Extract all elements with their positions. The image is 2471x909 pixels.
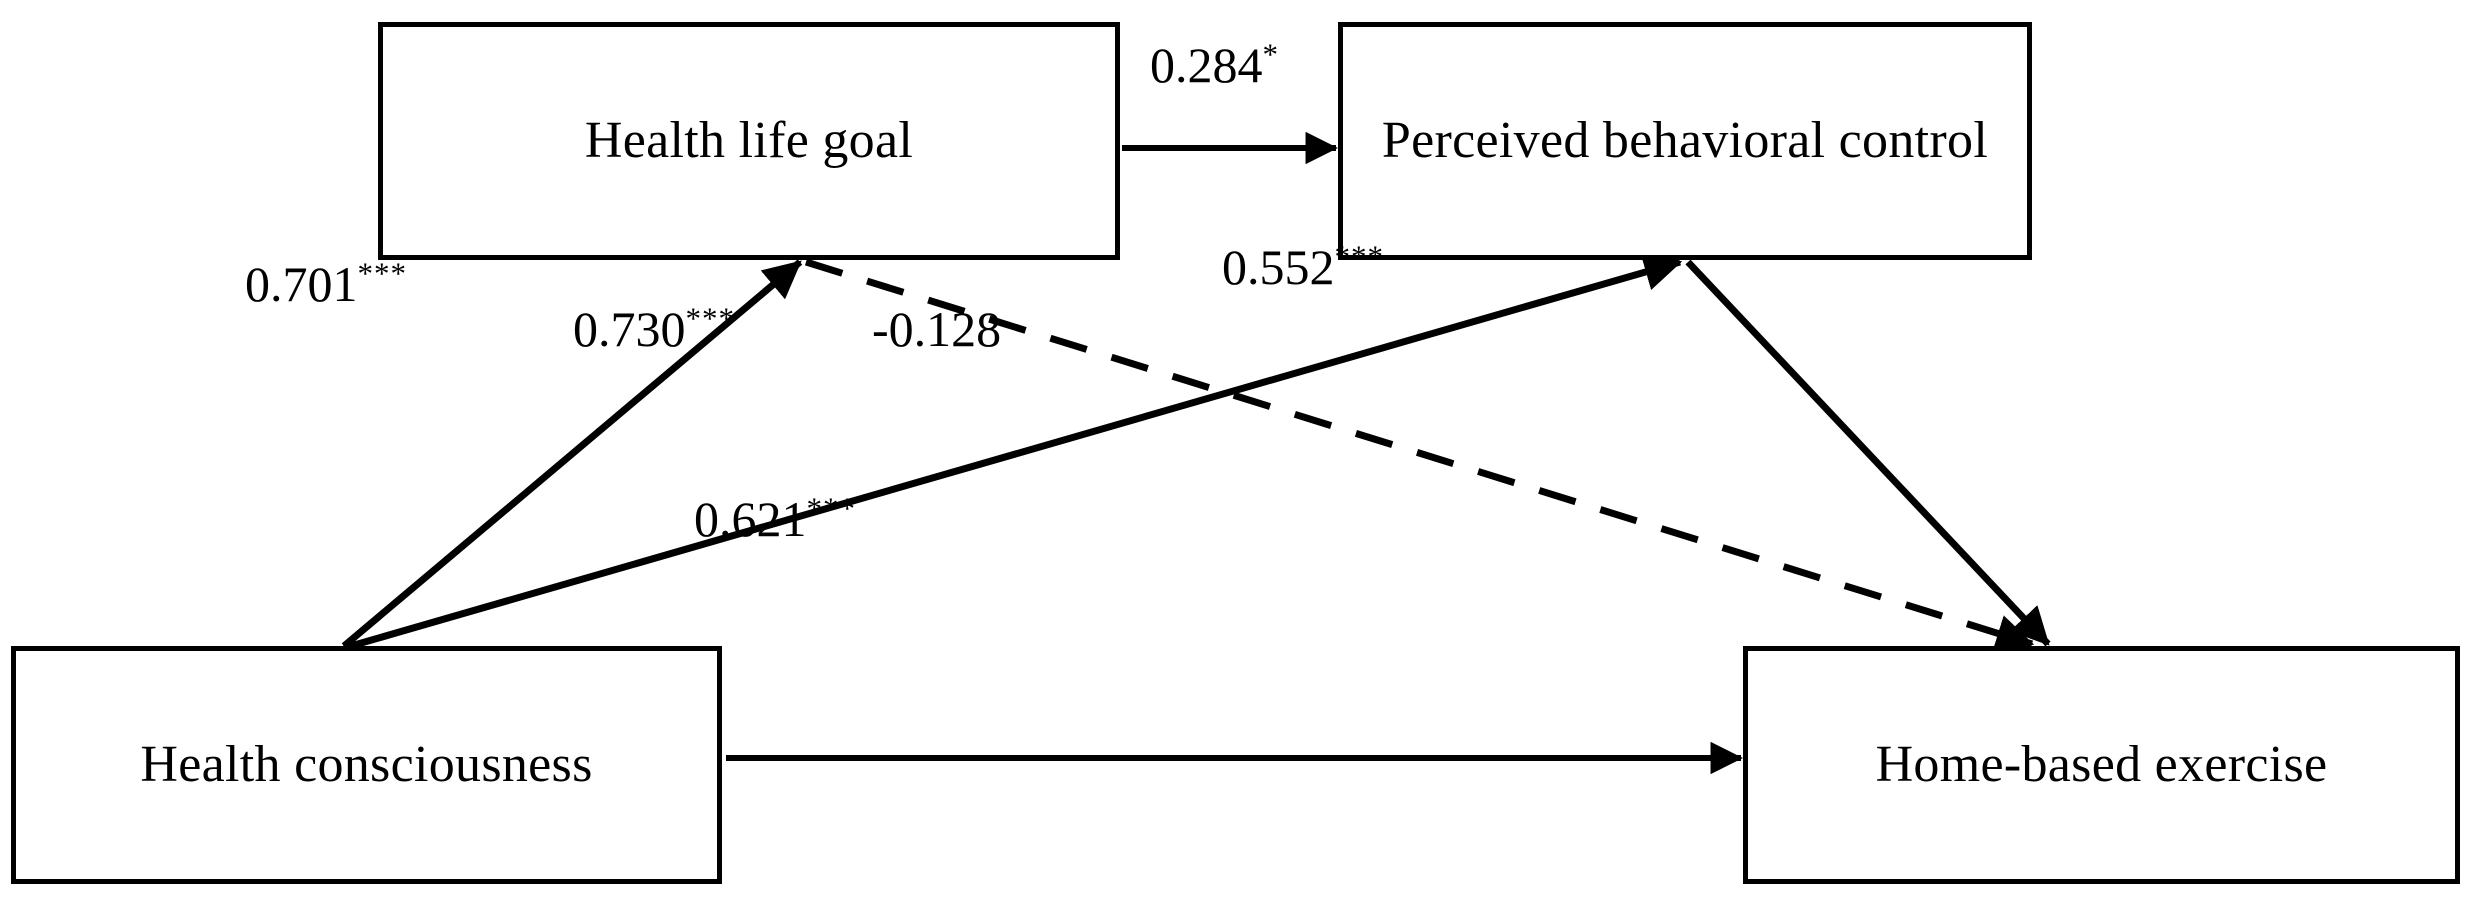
significance-stars: *** xyxy=(1334,238,1384,274)
significance-stars: *** xyxy=(357,255,407,291)
coefficient-value: 0.552 xyxy=(1222,239,1335,295)
node-home-based-exercise[interactable]: Home-based exercise xyxy=(1743,646,2460,884)
edge-hlg-to-hbe xyxy=(804,258,2035,652)
node-label-health-consciousness: Health consciousness xyxy=(140,735,593,793)
coefficient-value: -0.128 xyxy=(872,301,1002,357)
edge-label-hlg-to-hbe: -0.128 xyxy=(872,300,1001,358)
node-perceived-behavioral-control[interactable]: Perceived behavioral control xyxy=(1338,22,2032,260)
node-label-home-based-exercise: Home-based exercise xyxy=(1875,735,2328,793)
significance-stars: * xyxy=(1262,36,1279,72)
node-health-life-goal[interactable]: Health life goal xyxy=(378,22,1120,260)
coefficient-value: 0.284 xyxy=(1150,37,1263,93)
node-label-health-life-goal: Health life goal xyxy=(584,111,914,169)
edge-label-hlg-to-pbc: 0.284* xyxy=(1150,36,1279,94)
edge-label-hc-to-pbc: 0.730*** xyxy=(573,300,735,358)
node-health-consciousness[interactable]: Health consciousness xyxy=(11,646,722,884)
node-label-perceived-behavioral-control: Perceived behavioral control xyxy=(1381,111,1989,169)
significance-stars: *** xyxy=(685,300,735,336)
edge-label-hc-to-hbe: 0.621*** xyxy=(694,490,856,548)
edge-pbc-to-hbe xyxy=(1685,259,2051,647)
edge-label-hc-to-hlg: 0.701*** xyxy=(245,255,407,313)
significance-stars: *** xyxy=(806,490,856,526)
edge-label-pbc-to-hbe: 0.552*** xyxy=(1222,238,1384,296)
coefficient-value: 0.621 xyxy=(694,491,807,547)
coefficient-value: 0.730 xyxy=(573,301,686,357)
edge-hc-to-hlg xyxy=(341,259,803,649)
coefficient-value: 0.701 xyxy=(245,256,358,312)
edge-hc-to-pbc xyxy=(343,253,1683,652)
